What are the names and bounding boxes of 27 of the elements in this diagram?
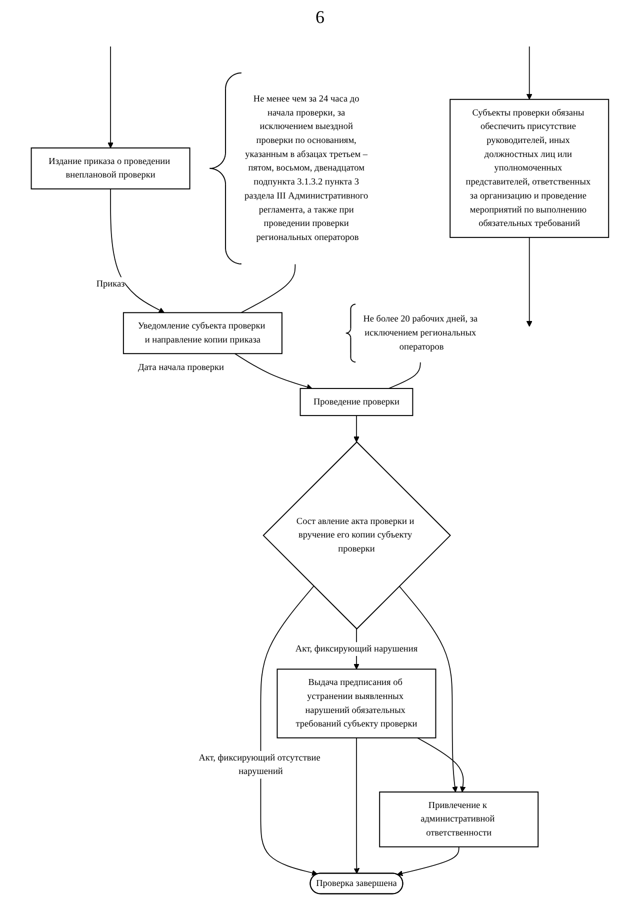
edge-label: Акт, фиксирующий отсутствие нарушений — [198, 753, 320, 777]
node-box: Привлечение к административной ответственности — [379, 792, 539, 848]
node-box: Выдача предписания об устранении выявленных нарушений обязательных требований субъекту проверки — [276, 668, 436, 738]
page-number: 6 — [316, 6, 324, 28]
node-diamond: Сост авление акта проверки и вручение его копии субъекту проверки — [262, 441, 452, 630]
node-text: Не менее чем за 24 часа до начала проверки, за исключением выездной проверки по основаниям, указанным в абзацах третьем – пятом, восьмом, двенадцатом подпункта 3.1.3.2 пункта 3 раздела III Административного регламента, а также при проведении проверки региональных операторов — [244, 94, 368, 243]
node-box: Субъекты проверки обязаны обеспечить присутствие руководителей, иных должностных лиц или уполномоченных представителей, ответственных за организацию и проведение мероприятий по выполнению обязательных требований — [450, 98, 610, 238]
arrow — [108, 46, 114, 148]
node-box: Уведомление субъекта проверки и направление копии приказа — [123, 312, 282, 354]
arrow — [397, 846, 460, 876]
arrow — [234, 353, 312, 390]
edge-label: Акт, фиксирующий нарушения — [295, 644, 418, 654]
node-text: Не более 20 рабочих дней, за исключением региональных операторов — [363, 314, 478, 352]
arrow — [110, 188, 165, 313]
node-box: Издание приказа о проведении внеплановой проверки — [30, 147, 190, 190]
arrow — [398, 586, 458, 792]
arrow — [526, 46, 532, 100]
node-box: Проведение проверки — [300, 388, 414, 416]
edge-label: Приказ — [96, 279, 125, 290]
node-label: Дата начала проверки — [138, 362, 224, 373]
connector — [240, 264, 296, 314]
arrow — [260, 586, 318, 876]
arrow — [417, 737, 466, 792]
connector — [388, 362, 421, 389]
arrow — [354, 737, 360, 874]
arrow — [526, 237, 532, 327]
arrow — [354, 415, 360, 442]
